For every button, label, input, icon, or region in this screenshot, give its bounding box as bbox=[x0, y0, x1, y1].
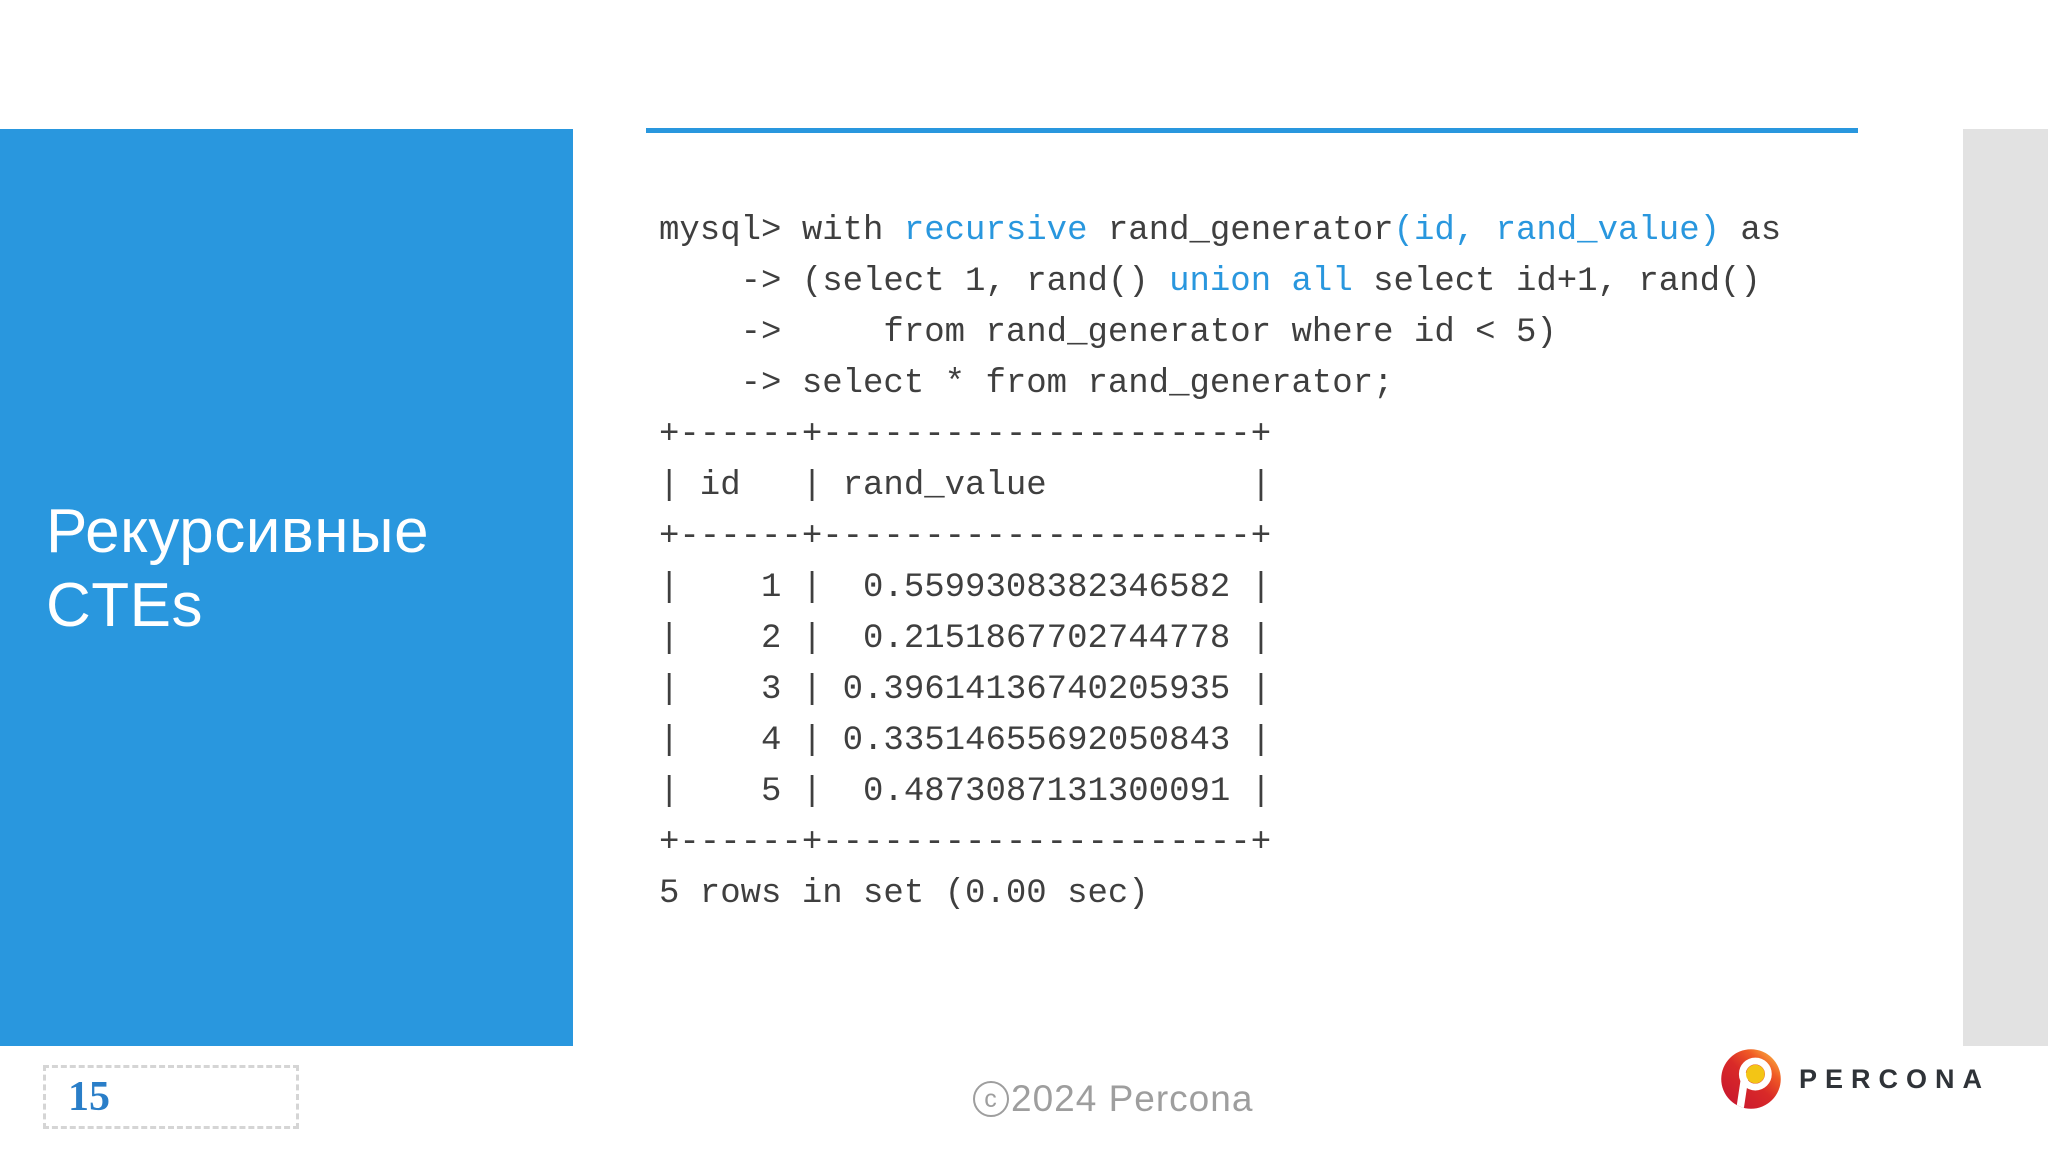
code-line: +------+---------------------+ bbox=[659, 416, 1272, 454]
percona-logo-mark bbox=[1721, 1049, 1781, 1109]
code-line: | 3 | 0.39614136740205935 | bbox=[659, 671, 1272, 709]
code-line: | 4 | 0.33514655692050843 | bbox=[659, 722, 1272, 760]
code-line: | 5 | 0.4873087131300091 | bbox=[659, 773, 1272, 811]
percona-wordmark: PERCONA bbox=[1799, 1063, 1991, 1094]
page-number-box: 15 bbox=[43, 1065, 299, 1129]
code-line: -> from rand_generator where id < 5) bbox=[659, 314, 1557, 352]
code-line: | 1 | 0.5599308382346582 | bbox=[659, 569, 1272, 607]
terminal-code: mysql> with recursive rand_generator(id,… bbox=[659, 206, 1781, 920]
copyright-icon: c bbox=[973, 1081, 1009, 1117]
code-line: | id | rand_value | bbox=[659, 467, 1272, 505]
left-accent-panel: Рекурсивные CTEs bbox=[0, 129, 573, 1046]
code-line: -> select * from rand_generator; bbox=[659, 365, 1394, 403]
page-number: 15 bbox=[68, 1074, 110, 1120]
code-line: +------+---------------------+ bbox=[659, 518, 1272, 556]
percona-logo: PERCONA bbox=[1720, 1048, 1990, 1110]
copyright: c 2024 Percona bbox=[973, 1078, 1253, 1120]
slide-title-line-2: CTEs bbox=[46, 571, 203, 640]
code-line: mysql> with recursive rand_generator(id,… bbox=[659, 212, 1782, 250]
top-rule bbox=[646, 128, 1858, 133]
code-line: -> (select 1, rand() union all select id… bbox=[659, 263, 1761, 301]
slide-title: Рекурсивные CTEs bbox=[0, 129, 573, 643]
slide-title-line-1: Рекурсивные bbox=[46, 497, 430, 566]
code-line: 5 rows in set (0.00 sec) bbox=[659, 875, 1149, 913]
right-gray-strip bbox=[1963, 129, 2048, 1046]
code-line: | 2 | 0.2151867702744778 | bbox=[659, 620, 1272, 658]
code-line: +------+---------------------+ bbox=[659, 824, 1272, 862]
copyright-text: 2024 Percona bbox=[1011, 1078, 1254, 1119]
